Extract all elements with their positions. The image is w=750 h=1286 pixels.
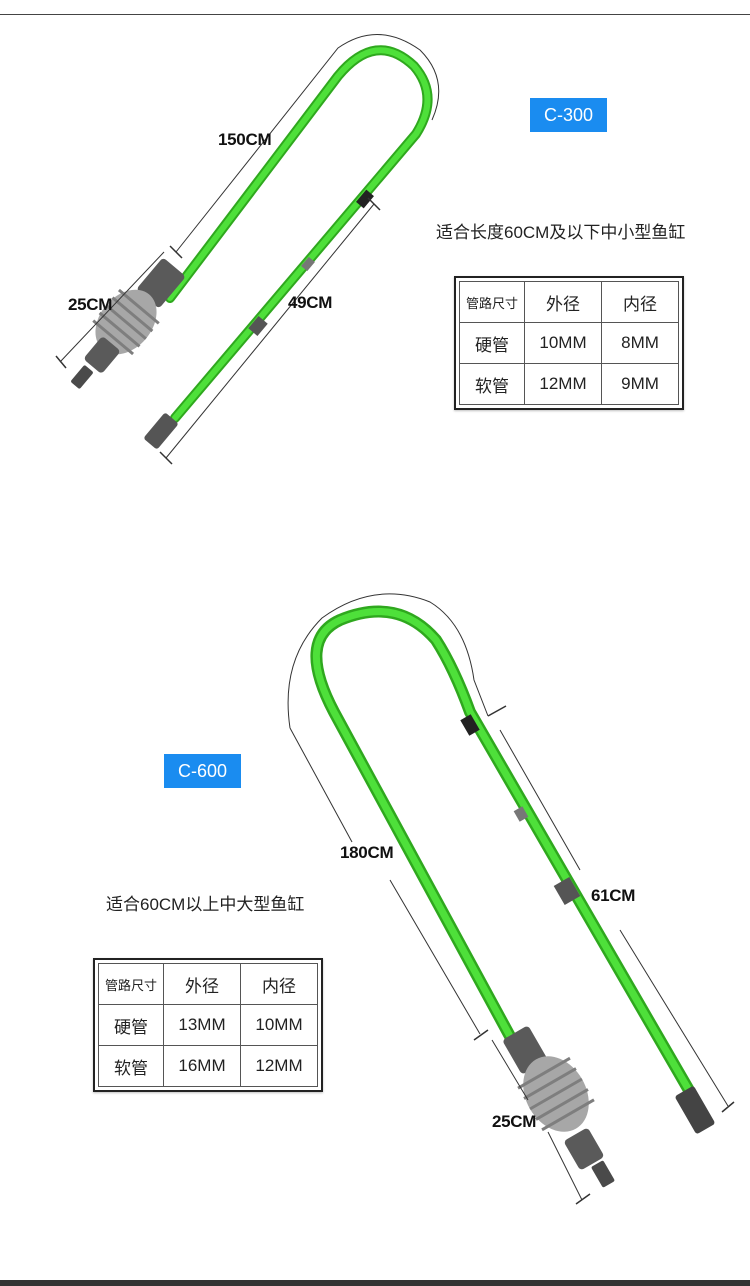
spec-cell: 12MM (240, 1045, 318, 1087)
spec-cell: 硬管 (459, 322, 525, 364)
c600-bulb-length-label: 25CM (492, 1112, 537, 1131)
c300-bulb-length-label: 25CM (68, 295, 113, 314)
c300-short-arm-label: 49CM (288, 293, 333, 312)
spec-cell: 13MM (163, 1004, 241, 1046)
spec-header-outer: 外径 (163, 963, 241, 1005)
spec-cell: 10MM (524, 322, 602, 364)
c600-spec-table: 管路尺寸 外径 内径 硬管 13MM 10MM 软管 16MM 12MM (93, 958, 323, 1092)
c300-spec-table: 管路尺寸 外径 内径 硬管 10MM 8MM 软管 12MM 9MM (454, 276, 684, 410)
c600-tube-length-label: 180CM (340, 843, 394, 862)
spec-cell: 12MM (524, 363, 602, 405)
spec-cell: 9MM (601, 363, 679, 405)
table-row: 管路尺寸 外径 内径 (459, 281, 679, 323)
spec-cell: 10MM (240, 1004, 318, 1046)
spec-header-inner: 内径 (240, 963, 318, 1005)
table-row: 硬管 10MM 8MM (459, 322, 679, 364)
c600-siphon-illustration (287, 593, 735, 1205)
spec-cell: 硬管 (98, 1004, 164, 1046)
table-row: 管路尺寸 外径 内径 (98, 963, 318, 1005)
table-row: 软管 16MM 12MM (98, 1045, 318, 1087)
spec-header-outer: 外径 (524, 281, 602, 323)
c600-short-arm-label: 61CM (591, 886, 636, 905)
c300-siphon-illustration (55, 34, 440, 465)
c600-suitability-text: 适合60CM以上中大型鱼缸 (106, 895, 305, 914)
spec-cell: 软管 (98, 1045, 164, 1087)
spec-cell: 8MM (601, 322, 679, 364)
spec-header-size: 管路尺寸 (459, 281, 525, 323)
spec-header-size: 管路尺寸 (98, 963, 164, 1005)
bottom-divider (0, 1280, 750, 1286)
top-divider (0, 14, 750, 15)
table-row: 硬管 13MM 10MM (98, 1004, 318, 1046)
c600-model-badge: C-600 (164, 754, 242, 788)
c300-tube-length-label: 150CM (218, 130, 272, 149)
spec-cell: 16MM (163, 1045, 241, 1087)
c300-model-badge: C-300 (530, 98, 608, 132)
spec-cell: 软管 (459, 363, 525, 405)
spec-header-inner: 内径 (601, 281, 679, 323)
c300-suitability-text: 适合长度60CM及以下中小型鱼缸 (436, 223, 686, 242)
table-row: 软管 12MM 9MM (459, 363, 679, 405)
